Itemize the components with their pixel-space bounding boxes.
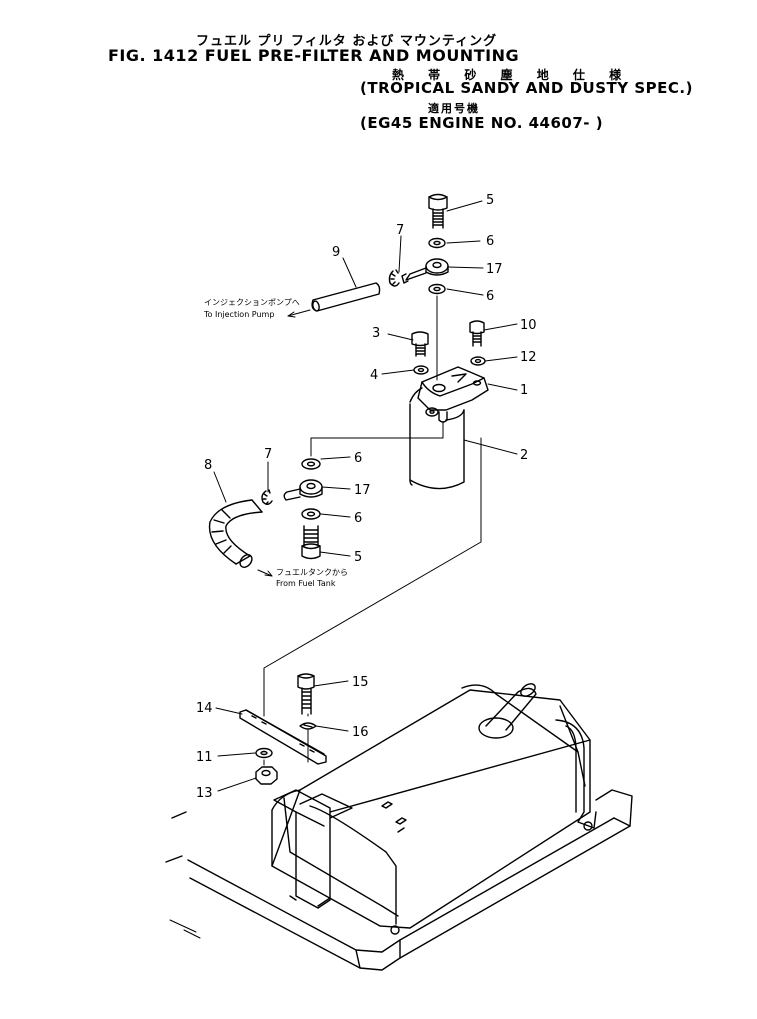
hose-8	[208, 499, 273, 577]
eye-joint-17-top	[401, 258, 449, 284]
callout-7-lower: 7	[264, 447, 272, 462]
bolt-3	[411, 331, 429, 357]
callout-2: 2	[520, 448, 528, 463]
bolt-10	[469, 320, 485, 347]
callout-6-a: 6	[486, 234, 494, 249]
note-tank-en: From Fuel Tank	[276, 579, 336, 588]
callout-8: 8	[204, 458, 212, 473]
fuel-tank	[271, 683, 597, 935]
washer-6-c	[301, 458, 321, 470]
callout-5-top: 5	[486, 193, 494, 208]
figure-title: FIG. 1412 FUEL PRE-FILTER AND MOUNTING	[108, 46, 520, 65]
callout-4: 4	[370, 368, 378, 383]
callout-numbers: 5 6 17 6 7 9 3 4 10 12 1 2 6 17 6 5 7 8 …	[196, 193, 537, 801]
washer-6-a	[428, 237, 446, 249]
note-injection-en: To Injection Pump	[204, 310, 275, 319]
bolt-15	[297, 673, 315, 715]
washer-6-d	[301, 508, 321, 520]
spec-japanese: 熱 帯 砂 塵 地 仕 様	[392, 68, 625, 82]
callout-17-top: 17	[486, 262, 503, 277]
note-tank-jp: フュエルタンクから	[276, 568, 348, 577]
callout-6-d: 6	[354, 511, 362, 526]
bracket-14	[239, 709, 327, 765]
bolt-5-top	[428, 193, 448, 229]
spec-title: (TROPICAL SANDY AND DUSTY SPEC.)	[360, 79, 693, 97]
title-japanese: フュエル プリ フィルタ および マウンティング	[196, 34, 498, 49]
eye-joint-17-lower	[283, 479, 323, 501]
callout-7-top: 7	[396, 223, 404, 238]
note-injection-jp: インジェクションポンプへ	[204, 298, 300, 307]
callout-6-b: 6	[486, 289, 494, 304]
frame-base	[165, 789, 633, 971]
callout-6-c: 6	[354, 451, 362, 466]
leader-lines	[213, 200, 518, 792]
callout-17-lower: 17	[354, 483, 371, 498]
callout-13: 13	[196, 786, 213, 801]
callout-1: 1	[520, 383, 528, 398]
callout-10: 10	[520, 318, 537, 333]
washer-11	[255, 747, 273, 759]
bolt-5-lower	[301, 525, 321, 560]
callout-11: 11	[196, 750, 213, 765]
washer-4	[413, 365, 429, 375]
hose-9	[287, 282, 381, 318]
filter-element-2	[409, 403, 465, 490]
callout-9: 9	[332, 245, 340, 260]
washer-16	[299, 722, 317, 730]
washer-12	[470, 356, 486, 366]
nut-13	[255, 766, 278, 785]
callout-16: 16	[352, 725, 369, 740]
callout-5-lower: 5	[354, 550, 362, 565]
callout-3: 3	[372, 326, 380, 341]
callout-12: 12	[520, 350, 537, 365]
callout-15: 15	[352, 675, 369, 690]
gasket-7-top	[388, 269, 400, 287]
filter-head-1	[409, 366, 489, 417]
callout-14: 14	[196, 701, 213, 716]
washer-6-b	[428, 283, 446, 295]
applicability-japanese: 適用号機	[428, 102, 480, 115]
engine-number: (EG45 ENGINE NO. 44607- )	[360, 114, 604, 132]
gasket-7-lower	[261, 489, 273, 505]
